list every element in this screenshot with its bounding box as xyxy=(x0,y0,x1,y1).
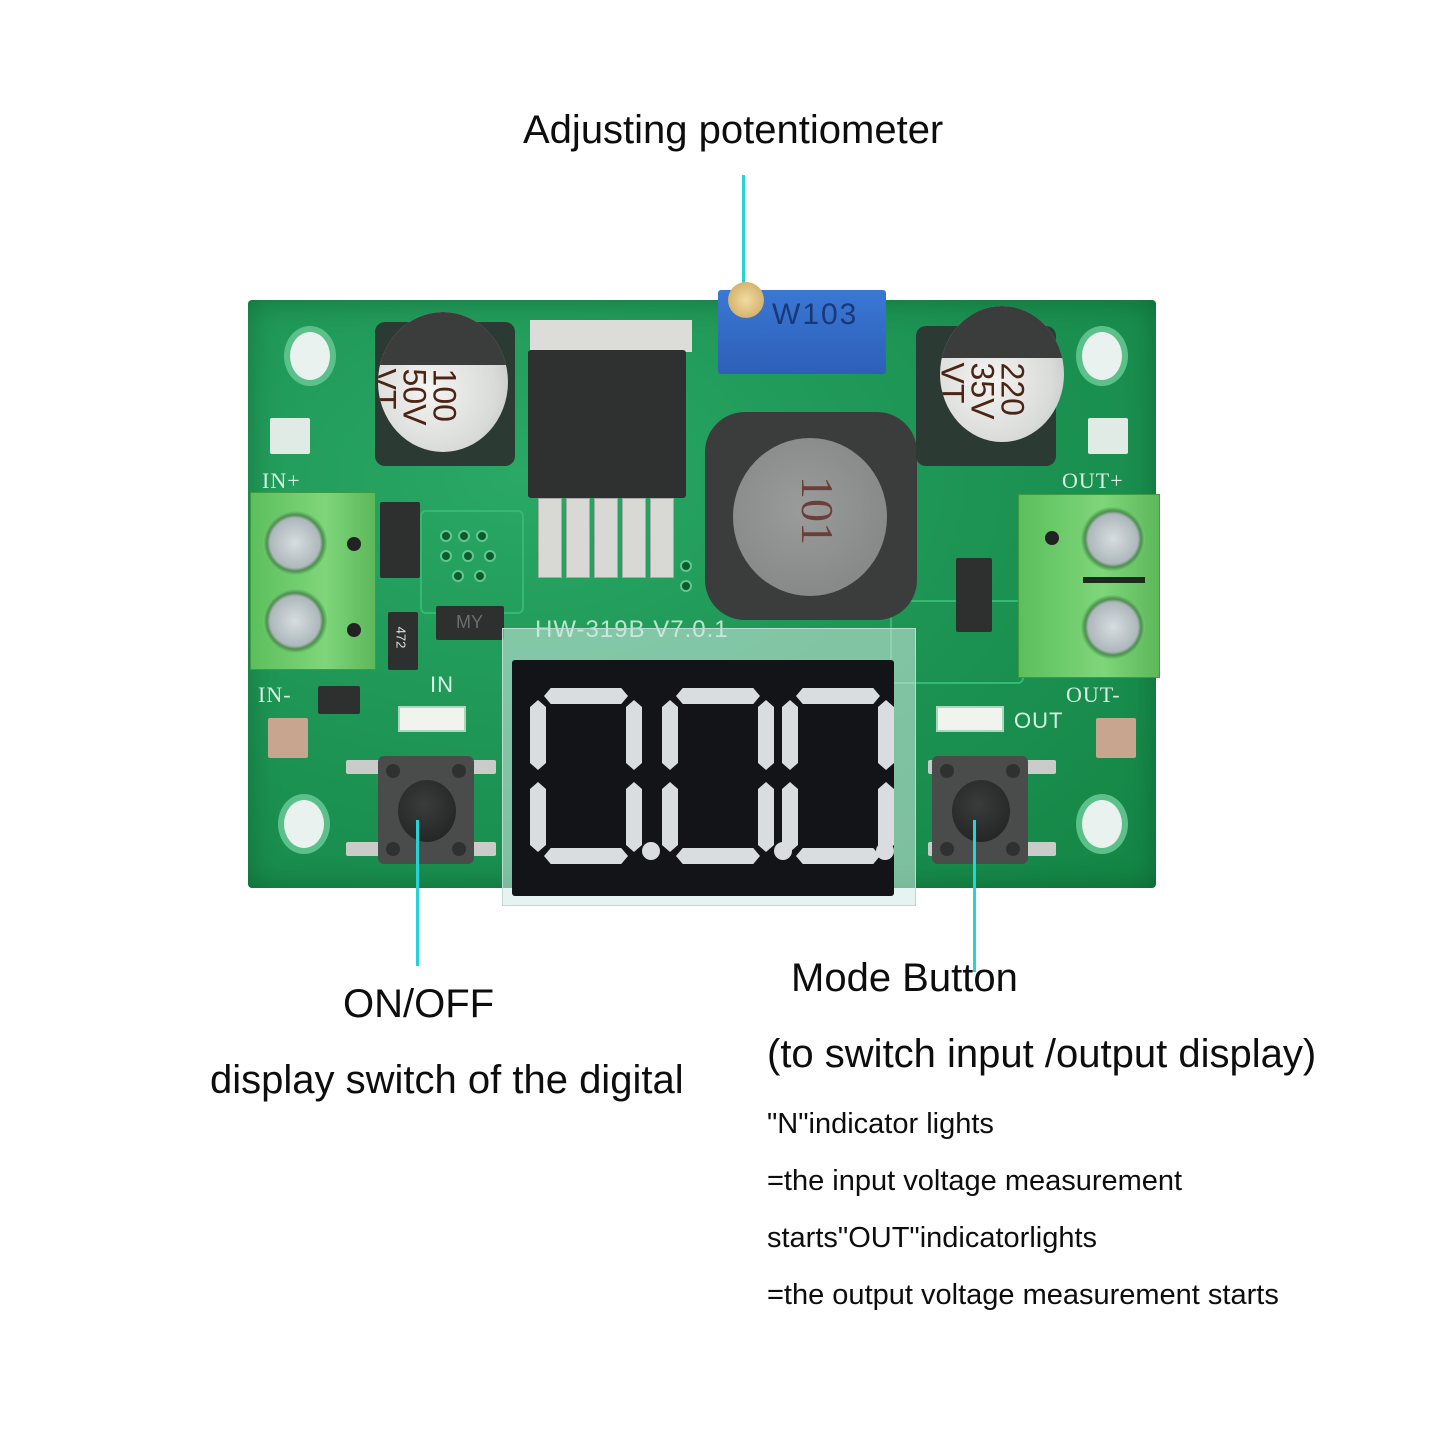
seven-segment-display: 0.0.0. xyxy=(512,660,894,896)
terminal-screw-in-plus[interactable] xyxy=(263,511,327,575)
input-capacitor-marking: 100 50V VT xyxy=(378,368,463,426)
onoff-callout-desc: display switch of the digital xyxy=(210,1058,684,1102)
potentiometer-callout: Adjusting potentiometer xyxy=(523,108,944,152)
mode-note-1: "N"indicator lights xyxy=(767,1108,994,1140)
transistor-my: MY xyxy=(436,606,504,640)
silk-out-plus: OUT+ xyxy=(1062,468,1124,493)
output-capacitor: 220 35V VT xyxy=(940,306,1064,442)
silk-out-minus: OUT- xyxy=(1066,682,1121,707)
mode-button-cap[interactable] xyxy=(952,780,1010,842)
mode-leader-line xyxy=(973,820,976,972)
decimal-point-1 xyxy=(642,842,660,860)
led-out-indicator xyxy=(936,706,1004,732)
solder-pad xyxy=(1088,418,1128,454)
resistor-code: 472 xyxy=(393,626,409,649)
input-capacitor: 100 50V VT xyxy=(378,312,508,452)
input-terminal-block[interactable] xyxy=(250,492,376,670)
solder-pad xyxy=(268,718,308,758)
voltage-regulator-ic xyxy=(528,350,686,498)
silk-led-out: OUT xyxy=(1014,708,1064,733)
potentiometer-code: W103 xyxy=(772,298,859,331)
display-digit-2 xyxy=(662,688,774,864)
mode-note-4: =the output voltage measurement starts xyxy=(767,1279,1279,1311)
mounting-hole xyxy=(1082,800,1122,848)
mounting-hole xyxy=(290,332,330,380)
mode-callout-title: Mode Button xyxy=(791,956,1018,1000)
in-minus-diode xyxy=(318,686,360,714)
silk-led-in: IN xyxy=(430,672,454,697)
potentiometer[interactable]: W103 xyxy=(718,282,886,374)
onoff-callout-title: ON/OFF xyxy=(343,982,495,1026)
mode-note-3: starts"OUT"indicatorlights xyxy=(767,1222,1098,1254)
onoff-button[interactable] xyxy=(378,756,474,864)
mode-callout-desc: (to switch input /output display) xyxy=(767,1032,1317,1076)
silk-in-plus: IN+ xyxy=(262,468,301,493)
onoff-button-cap[interactable] xyxy=(398,780,456,842)
onoff-leader-line xyxy=(416,820,419,966)
display-digit-1 xyxy=(530,688,642,864)
mode-note-2: =the input voltage measurement xyxy=(767,1165,1183,1197)
input-diode xyxy=(380,502,420,578)
terminal-screw-in-minus[interactable] xyxy=(263,589,327,653)
solder-pad xyxy=(1096,718,1136,758)
mounting-hole xyxy=(1082,332,1122,380)
output-capacitor-marking: 220 35V VT xyxy=(940,362,1031,420)
decimal-point-3 xyxy=(876,842,894,860)
terminal-screw-out-minus[interactable] xyxy=(1081,595,1145,659)
silk-in-minus: IN- xyxy=(258,682,292,707)
terminal-screw-out-plus[interactable] xyxy=(1081,507,1145,571)
inductor-marking: 101 xyxy=(792,476,843,545)
mounting-hole xyxy=(284,800,324,848)
output-diode xyxy=(956,558,992,632)
output-terminal-block[interactable] xyxy=(1018,494,1160,678)
display-digit-3 xyxy=(782,688,894,864)
pcb-trace xyxy=(420,510,524,614)
resistor-472: 472 xyxy=(388,612,418,670)
inductor: 101 xyxy=(705,412,917,620)
led-in-indicator xyxy=(398,706,466,732)
mode-button[interactable] xyxy=(932,756,1028,864)
potentiometer-screw-icon[interactable] xyxy=(728,282,764,318)
regulator-tab xyxy=(530,320,692,352)
solder-pad xyxy=(270,418,310,454)
potentiometer-leader-line xyxy=(742,175,745,287)
transistor-code: MY xyxy=(456,612,483,632)
